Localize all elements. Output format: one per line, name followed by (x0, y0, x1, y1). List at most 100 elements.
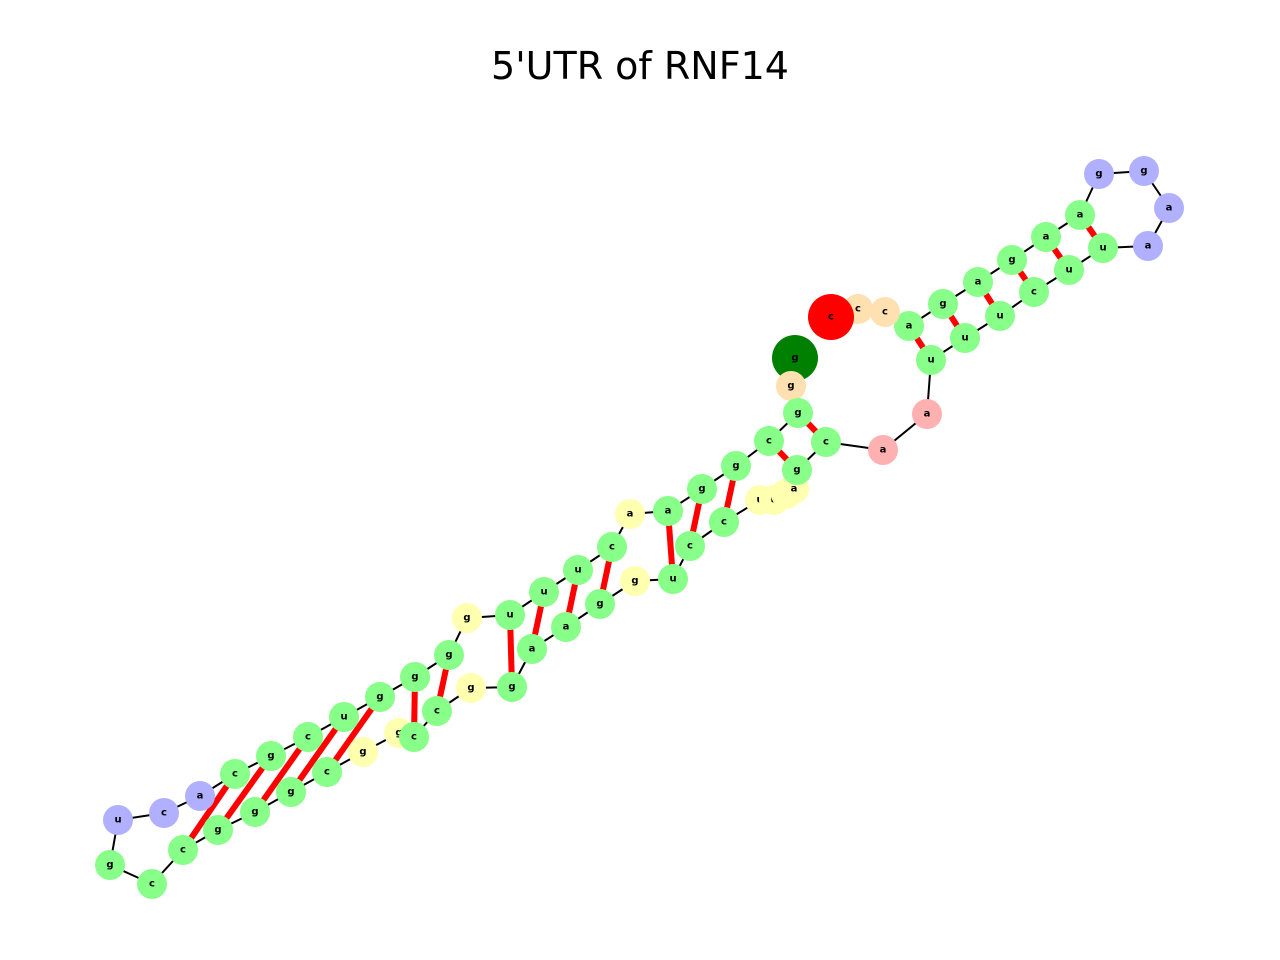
nucleotide-circle (149, 798, 179, 828)
nucleotide-circle (950, 323, 980, 353)
nucleotide-label: g (791, 353, 798, 364)
nucleotide-12: u (495, 600, 525, 630)
nucleotide-64: g (997, 245, 1027, 275)
nucleotide-30: c (312, 757, 342, 787)
nucleotide-63: a (1031, 222, 1061, 252)
nucleotide-5: g (721, 451, 751, 481)
nucleotide-circle (721, 451, 751, 481)
nucleotide-label: g (794, 408, 801, 419)
nucleotide-label: c (721, 517, 727, 528)
nucleotide-label: c (609, 542, 615, 553)
nucleotide-label: g (106, 860, 113, 871)
nucleotide-52: u (916, 345, 946, 375)
nucleotide-circle (452, 603, 482, 633)
nucleotide-circle (653, 496, 683, 526)
nucleotide-circle (811, 427, 841, 457)
nucleotide-circle (220, 759, 250, 789)
nucleotide-label: u (340, 712, 347, 723)
nucleotide-label: g (631, 576, 638, 587)
nucleotide-label: g (1095, 169, 1102, 180)
nucleotide-label: g (376, 692, 383, 703)
nucleotide-label: u (996, 311, 1003, 322)
nucleotide-circle (1154, 193, 1184, 223)
nucleotide-31: g (348, 737, 378, 767)
nucleotide-62: a (1065, 200, 1095, 230)
nucleotide-circle (456, 673, 486, 703)
nucleotide-label: a (627, 509, 634, 520)
nucleotide-42: c (675, 531, 705, 561)
nucleotide-circle (997, 245, 1027, 275)
nucleotide-circle (1054, 255, 1084, 285)
nucleotide-56: u (1054, 255, 1084, 285)
nucleotide-40: g (620, 566, 650, 596)
nucleotide-circle (1031, 222, 1061, 252)
nucleotide-39: g (585, 589, 615, 619)
nucleotide-label: g (214, 825, 221, 836)
nucleotide-circle (256, 741, 286, 771)
nucleotide-67: a (894, 311, 924, 341)
nucleotide-35: g (456, 673, 486, 703)
nucleotide-label: g (359, 747, 366, 758)
nucleotide-50: a (868, 435, 898, 465)
nucleotide-58: a (1133, 231, 1163, 261)
nucleotide-label: g (1140, 166, 1147, 177)
nucleotide-6: g (687, 474, 717, 504)
nucleotide-24: g (95, 850, 125, 880)
nucleotide-label: c (828, 312, 834, 323)
nucleotide-circle (1084, 159, 1114, 189)
nucleotide-4: c (754, 426, 784, 456)
nucleotide-label: u (506, 610, 513, 621)
nucleotide-circle (434, 640, 464, 670)
nucleotide-57: u (1088, 233, 1118, 263)
base-pair-bond (252, 735, 311, 814)
nucleotide-circle (709, 507, 739, 537)
nucleotide-circle (1019, 277, 1049, 307)
nucleotide-circle (240, 797, 270, 827)
nucleotide-circle (137, 869, 167, 899)
base-pair-bond (288, 715, 347, 794)
nucleotide-13: g (452, 603, 482, 633)
nucleotide-label: c (305, 732, 311, 743)
nucleotide-circle (400, 662, 430, 692)
nucleotide-circle (329, 702, 359, 732)
nucleotide-label: u (114, 815, 121, 826)
nucleotide-circle (870, 297, 900, 327)
nucleotide-28: g (240, 797, 270, 827)
nucleotide-circle (658, 564, 688, 594)
nucleotide-label: c (766, 436, 772, 447)
nucleotide-14: g (434, 640, 464, 670)
nucleotide-15: g (400, 662, 430, 692)
nucleotide-circle (495, 600, 525, 630)
nucleotide-26: c (168, 835, 198, 865)
nucleotide-53: u (950, 323, 980, 353)
nucleotide-circle (1088, 233, 1118, 263)
nucleotide-circle (687, 474, 717, 504)
nucleotide-label: g (793, 465, 800, 476)
nucleotide-label: c (324, 767, 330, 778)
nucleotide-label: g (287, 787, 294, 798)
nucleotide-16: g (365, 682, 395, 712)
nucleotide-8: a (615, 499, 645, 529)
nucleotide-label: c (232, 769, 238, 780)
nucleotide-54: u (985, 301, 1015, 331)
nucleotide-label: c (434, 706, 440, 717)
nucleotide-circle (551, 612, 581, 642)
nucleotide-48: g (782, 455, 812, 485)
nucleotide-label: g (787, 381, 794, 392)
nucleotide-circle (675, 531, 705, 561)
nucleotide-label: g (463, 613, 470, 624)
nucleotide-label: g (467, 683, 474, 694)
nucleotide-label: g (267, 751, 274, 762)
nucleotide-2: g (776, 371, 806, 401)
nucleotide-label: c (149, 879, 155, 890)
nucleotide-18: c (293, 722, 323, 752)
nucleotide-label: u (927, 355, 934, 366)
nucleotide-68: c (870, 297, 900, 327)
nucleotide-label: a (975, 277, 982, 288)
nucleotide-7: a (653, 496, 683, 526)
base-pair-bond (324, 695, 383, 774)
nucleotide-label: a (197, 791, 204, 802)
nucleotide-circle (597, 532, 627, 562)
nucleotide-49: c (811, 427, 841, 457)
nucleotide-label: g (251, 807, 258, 818)
